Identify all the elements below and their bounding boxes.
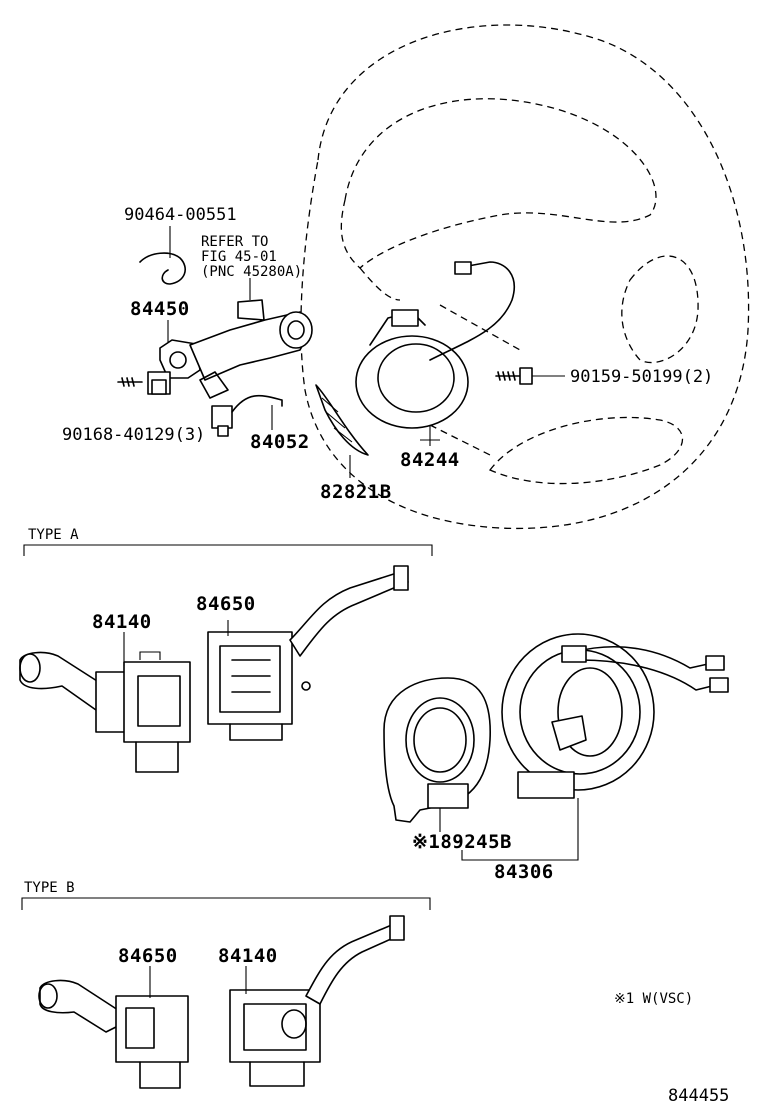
label-type-b: TYPE B xyxy=(24,880,75,896)
label-84306: 84306 xyxy=(494,861,554,883)
clamp-90464 xyxy=(139,226,186,285)
label-90464-00551: 90464-00551 xyxy=(124,205,237,225)
type-b-switch-84140 xyxy=(229,915,405,1087)
steering-column-shaft xyxy=(189,278,313,399)
label-refer-line-3: (PNC 45280A) xyxy=(201,264,302,280)
part-84052 xyxy=(211,394,283,437)
label-refer-line-1: REFER TO xyxy=(201,234,268,250)
type-b-bracket xyxy=(21,897,431,910)
label-vsc-note: ※1 W(VSC) xyxy=(614,991,693,1007)
type-a-switch-84140 xyxy=(19,632,191,773)
type-a-switch-84650 xyxy=(207,565,409,741)
type-b-switch-84650 xyxy=(38,966,189,1089)
label-90159-50199: 90159-50199(2) xyxy=(570,367,713,387)
label-90168-40129: 90168-40129(3) xyxy=(62,425,205,445)
part-84244-assembly xyxy=(355,261,515,446)
label-type-a-84140: 84140 xyxy=(92,611,152,633)
part-82821B xyxy=(315,384,369,478)
steering-wheel-outline xyxy=(300,24,750,530)
part-89245B xyxy=(383,677,491,832)
label-type-b-84140: 84140 xyxy=(218,945,278,967)
label-figure-number: 844455 xyxy=(668,1086,729,1106)
type-a-bracket xyxy=(23,544,433,556)
label-type-a: TYPE A xyxy=(28,527,79,543)
screw-90159 xyxy=(495,367,565,385)
part-84306 xyxy=(461,633,729,861)
label-refer-line-2: FIG 45-01 xyxy=(201,249,277,265)
label-type-b-84650: 84650 xyxy=(118,945,178,967)
label-type-a-84650: 84650 xyxy=(196,593,256,615)
label-84244: 84244 xyxy=(400,449,460,471)
label-84450: 84450 xyxy=(130,298,190,320)
label-84052: 84052 xyxy=(250,431,310,453)
label-82821B: 82821B xyxy=(320,481,392,503)
label-89245B: ※189245B xyxy=(412,831,512,853)
screw-90168 xyxy=(117,377,143,387)
